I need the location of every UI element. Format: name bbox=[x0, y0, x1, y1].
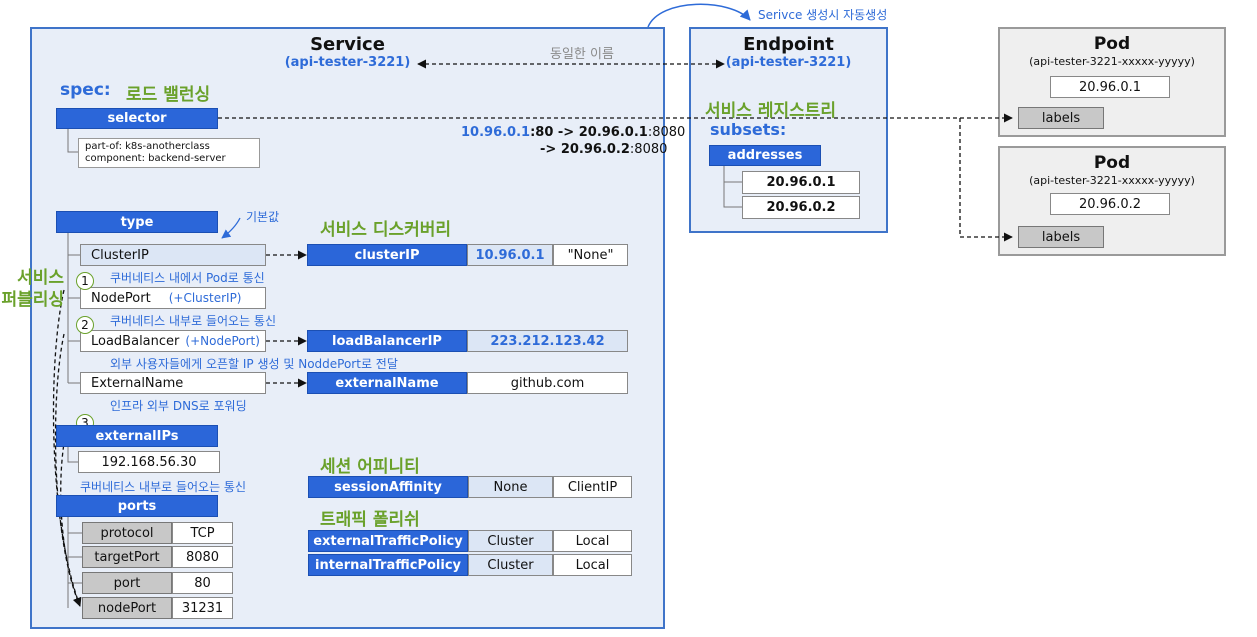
externalname-note: 인프라 외부 DNS로 포워딩 bbox=[110, 399, 247, 413]
endpoint-name: (api-tester-3221) bbox=[725, 55, 852, 70]
loadbalancer-note: 외부 사용자들에게 오픈할 IP 생성 및 NoddePort로 전달 bbox=[110, 357, 398, 371]
port-value-nodeport: 31231 bbox=[172, 597, 233, 619]
route-1-port: :8080 bbox=[647, 125, 686, 140]
clusterip-key: clusterIP bbox=[307, 244, 467, 266]
type-nodeport: NodePort (+ClusterIP) bbox=[80, 287, 266, 309]
type-externalname: ExternalName bbox=[80, 372, 266, 394]
external-traffic-local: Local bbox=[553, 530, 632, 552]
selector-label-1: part-of: k8s-anotherclass bbox=[85, 141, 210, 152]
pod-title-1: Pod bbox=[1093, 34, 1131, 54]
subsets-label: subsets: bbox=[710, 120, 787, 139]
external-traffic-key: externalTrafficPolicy bbox=[308, 530, 468, 552]
port-key-protocol: protocol bbox=[82, 522, 172, 544]
service-name: (api-tester-3221) bbox=[284, 55, 411, 70]
internal-traffic-cluster: Cluster bbox=[468, 554, 553, 576]
same-name-note: 동일한 이름 bbox=[550, 47, 614, 62]
route-line-1: 10.96.0.1:80 -> 20.96.0.1:8080 bbox=[461, 125, 685, 140]
port-value-protocol: TCP bbox=[172, 522, 233, 544]
pod-labels-2: labels bbox=[1018, 226, 1104, 248]
pod-name-2: (api-tester-3221-xxxxx-yyyyy) bbox=[1029, 174, 1195, 187]
endpoint-title: Endpoint bbox=[743, 34, 834, 55]
ports-box: ports bbox=[56, 495, 218, 517]
discovery-heading: 서비스 디스커버리 bbox=[320, 220, 452, 240]
endpoint-ip-2: 20.96.0.2 bbox=[742, 196, 860, 219]
externalips-note: 쿠버네티스 내부로 들어오는 통신 bbox=[80, 480, 247, 494]
internal-traffic-key: internalTrafficPolicy bbox=[308, 554, 468, 576]
publishing-heading: 서비스 퍼블리싱 bbox=[1, 268, 64, 310]
route-cluster-ip: 10.96.0.1 bbox=[461, 125, 531, 140]
traffic-heading: 트래픽 폴리쉬 bbox=[320, 510, 420, 530]
pod-ip-2: 20.96.0.2 bbox=[1050, 193, 1170, 215]
externalips-box: externalIPs bbox=[56, 425, 218, 447]
port-key-nodeport: nodePort bbox=[82, 597, 172, 619]
pod-labels-1: labels bbox=[1018, 107, 1104, 129]
port-key-port: port bbox=[82, 572, 172, 594]
loadbalancer-extra: (+NodePort) bbox=[185, 334, 260, 348]
externalips-value: 192.168.56.30 bbox=[78, 451, 220, 473]
pod-name-1: (api-tester-3221-xxxxx-yyyyy) bbox=[1029, 55, 1195, 68]
clusterip-value: 10.96.0.1 bbox=[467, 244, 553, 266]
type-loadbalancer: LoadBalancer (+NodePort) bbox=[80, 330, 266, 352]
endpoint-ip-1: 20.96.0.1 bbox=[742, 171, 860, 194]
clusterip-note: 쿠버네티스 내에서 Pod로 통신 bbox=[110, 271, 265, 285]
load-balancing-heading: 로드 밸런싱 bbox=[126, 85, 211, 105]
session-key: sessionAffinity bbox=[308, 476, 468, 498]
spec-label: spec: bbox=[60, 80, 111, 100]
route-1-target: 20.96.0.1 bbox=[578, 125, 648, 140]
selector-box: selector bbox=[56, 108, 218, 129]
external-traffic-cluster: Cluster bbox=[468, 530, 553, 552]
session-opt-clientip: ClientIP bbox=[553, 476, 632, 498]
selector-label-2: component: backend-server bbox=[85, 153, 226, 164]
port-value-targetport: 8080 bbox=[172, 546, 233, 568]
pod-title-2: Pod bbox=[1093, 153, 1131, 173]
externalname-value: github.com bbox=[467, 372, 628, 394]
registry-heading: 서비스 레지스트리 bbox=[705, 101, 837, 121]
pod-ip-1: 20.96.0.1 bbox=[1050, 76, 1170, 98]
type-box: type bbox=[56, 211, 218, 233]
route-line-2: -> 20.96.0.2:8080 bbox=[540, 142, 667, 157]
marker-1: 1 bbox=[76, 272, 94, 290]
internal-traffic-local: Local bbox=[553, 554, 632, 576]
service-title: Service bbox=[310, 34, 385, 55]
session-heading: 세션 어피니티 bbox=[320, 457, 420, 477]
port-value-port: 80 bbox=[172, 572, 233, 594]
selector-labels: part-of: k8s-anotherclass component: bac… bbox=[78, 138, 260, 168]
loadbalancer-label: LoadBalancer bbox=[91, 333, 180, 349]
auto-create-note: Serivce 생성시 자동생성 bbox=[758, 8, 888, 22]
loadbalancerip-key: loadBalancerIP bbox=[307, 330, 467, 352]
route-2-port: :8080 bbox=[629, 142, 668, 157]
marker-2: 2 bbox=[76, 316, 94, 334]
nodeport-label: NodePort bbox=[91, 290, 151, 306]
session-opt-none: None bbox=[468, 476, 553, 498]
type-clusterip: ClusterIP bbox=[80, 244, 266, 266]
port-key-targetport: targetPort bbox=[82, 546, 172, 568]
route-1-rest: :80 -> bbox=[530, 125, 579, 140]
externalname-key: externalName bbox=[307, 372, 467, 394]
loadbalancerip-value: 223.212.123.42 bbox=[467, 330, 628, 352]
nodeport-note: 쿠버네티스 내부로 들어오는 통신 bbox=[110, 314, 277, 328]
nodeport-extra: (+ClusterIP) bbox=[168, 291, 242, 305]
addresses-box: addresses bbox=[709, 145, 821, 166]
route-2-target: 20.96.0.2 bbox=[560, 142, 630, 157]
route-2-rest: -> bbox=[540, 142, 561, 157]
default-note: 기본값 bbox=[246, 210, 280, 224]
clusterip-none: "None" bbox=[553, 244, 628, 266]
